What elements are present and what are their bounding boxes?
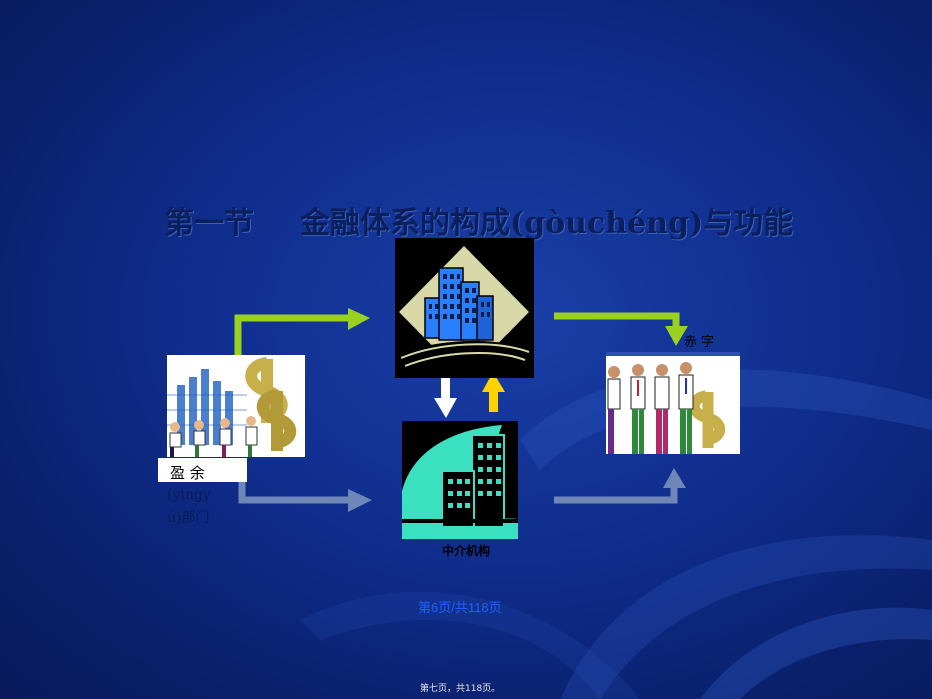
surplus-label: 盈 余: [170, 464, 205, 482]
bank-building-icon: [402, 421, 518, 539]
arrow-market-to-intermediary: [434, 378, 457, 418]
arrow-market-to-deficit: [554, 312, 688, 346]
deficit-label: 赤 字: [684, 335, 715, 350]
title-section: 第一节: [164, 206, 254, 241]
market-label: 市 场: [446, 356, 475, 370]
office-building-icon: [395, 238, 534, 378]
surplus-sub-line1: (yingy: [167, 487, 211, 503]
dollar-people-icon: [167, 355, 305, 457]
arrow-intermediary-to-deficit: [554, 468, 686, 504]
title-topic: 金融体系的构成(gòuchéng)与功能: [300, 206, 794, 241]
arrow-surplus-to-intermediary: [238, 463, 372, 512]
page-footer: 第七页，共118页。: [420, 684, 501, 694]
slide-title: 第一节 金融体系的构成(gòuchéng)与功能: [164, 198, 804, 242]
surplus-label-box: [158, 458, 247, 482]
intermediary-label: 中介机构: [442, 544, 491, 558]
arrow-surplus-to-market: [234, 308, 370, 355]
walking-people-icon: [606, 352, 740, 454]
page-indicator: 第6页/共118页: [418, 600, 502, 615]
arrow-intermediary-to-market: [482, 372, 505, 412]
surplus-sub-line2: ú)部门: [167, 510, 210, 526]
